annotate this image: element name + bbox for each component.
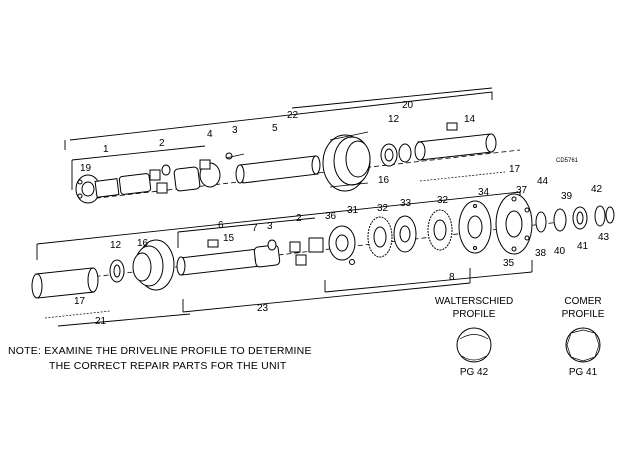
friction-disc-part bbox=[367, 216, 393, 258]
profile-tube-part bbox=[176, 239, 264, 276]
callout-labels: CD5761 1 2 4 3 5 19 22 20 12 14 16 17 44… bbox=[74, 100, 610, 327]
callout-23: 23 bbox=[257, 303, 269, 314]
callout-16-lower: 16 bbox=[137, 238, 149, 249]
callout-14: 14 bbox=[464, 114, 476, 125]
callout-40: 40 bbox=[554, 246, 566, 257]
callout-21: 21 bbox=[95, 316, 107, 327]
callout-43: 43 bbox=[598, 232, 610, 243]
callout-32-left: 32 bbox=[377, 203, 389, 214]
friction-plate-part bbox=[393, 215, 417, 253]
callout-41: 41 bbox=[577, 241, 589, 252]
lower-cross-kit-part bbox=[289, 237, 324, 266]
callout-16-upper: 16 bbox=[378, 175, 390, 186]
walterschied-profile-label: WALTERSCHIED PROFILE PG 42 bbox=[435, 296, 513, 378]
callout-12-upper: 12 bbox=[388, 114, 400, 125]
callout-22: 22 bbox=[287, 110, 299, 121]
outer-tube-part bbox=[31, 267, 99, 299]
callout-1: 1 bbox=[103, 144, 109, 155]
yoke-part bbox=[75, 174, 120, 204]
clutch-hub-part bbox=[458, 200, 492, 254]
callout-5: 5 bbox=[272, 123, 278, 134]
cross-kit-part bbox=[118, 164, 171, 195]
callout-15: 15 bbox=[223, 233, 235, 244]
callout-38: 38 bbox=[535, 248, 547, 259]
outer-guard-tube-part bbox=[414, 122, 497, 161]
guard-cone-part bbox=[322, 131, 371, 192]
callout-20: 20 bbox=[402, 100, 414, 111]
lower-driveline-assembly bbox=[31, 191, 615, 327]
callout-2-lower: 2 bbox=[296, 213, 302, 224]
upper-driveline-assembly bbox=[64, 87, 521, 204]
note-line-1: NOTE: EXAMINE THE DRIVELINE PROFILE TO D… bbox=[8, 345, 312, 357]
walterschied-name: WALTERSCHIED bbox=[435, 296, 513, 307]
callout-42: 42 bbox=[591, 184, 603, 195]
walterschied-profile-word: PROFILE bbox=[453, 309, 496, 320]
callout-3-lower: 3 bbox=[267, 221, 273, 232]
callout-17-lower: 17 bbox=[74, 296, 86, 307]
comer-profile-word: PROFILE bbox=[562, 309, 605, 320]
inner-tube-part bbox=[235, 155, 321, 184]
callout-6: 6 bbox=[218, 220, 224, 231]
spring-washer-set-part bbox=[535, 205, 615, 233]
callout-44: 44 bbox=[537, 176, 549, 187]
clutch-yoke-part bbox=[328, 225, 356, 265]
callout-7: 7 bbox=[252, 223, 258, 234]
callout-32-right: 32 bbox=[437, 195, 449, 206]
callout-4: 4 bbox=[207, 129, 213, 140]
callout-2-upper: 2 bbox=[159, 138, 165, 149]
lower-bearing-part bbox=[109, 259, 125, 283]
tube-yoke-part bbox=[253, 239, 281, 268]
callout-12-lower: 12 bbox=[110, 240, 122, 251]
callout-36: 36 bbox=[325, 211, 337, 222]
comer-name: COMER bbox=[564, 296, 601, 307]
bearing-ring-part bbox=[380, 143, 412, 167]
clutch-housing-part bbox=[495, 193, 533, 255]
walterschied-profile-icon bbox=[456, 327, 492, 363]
comer-profile-label: COMER PROFILE PG 41 bbox=[562, 296, 605, 378]
callout-31: 31 bbox=[347, 205, 359, 216]
callout-39: 39 bbox=[561, 191, 573, 202]
walterschied-page-ref: PG 42 bbox=[460, 367, 489, 378]
callout-37: 37 bbox=[516, 185, 528, 196]
lower-guard-cone-part bbox=[132, 239, 175, 291]
callout-3-upper: 3 bbox=[232, 125, 238, 136]
callout-33: 33 bbox=[400, 198, 412, 209]
callout-8: 8 bbox=[449, 272, 455, 283]
callout-17-upper: 17 bbox=[509, 164, 521, 175]
comer-profile-icon bbox=[565, 327, 601, 363]
callout-19: 19 bbox=[80, 163, 92, 174]
callout-34: 34 bbox=[478, 187, 490, 198]
comer-page-ref: PG 41 bbox=[569, 367, 598, 378]
drawing-code: CD5761 bbox=[556, 158, 579, 164]
callout-35: 35 bbox=[503, 258, 515, 269]
inner-yoke-part bbox=[173, 152, 233, 192]
friction-disc-2-part bbox=[427, 209, 453, 251]
note-line-2: THE CORRECT REPAIR PARTS FOR THE UNIT bbox=[49, 360, 287, 372]
repair-note: NOTE: EXAMINE THE DRIVELINE PROFILE TO D… bbox=[8, 345, 312, 372]
